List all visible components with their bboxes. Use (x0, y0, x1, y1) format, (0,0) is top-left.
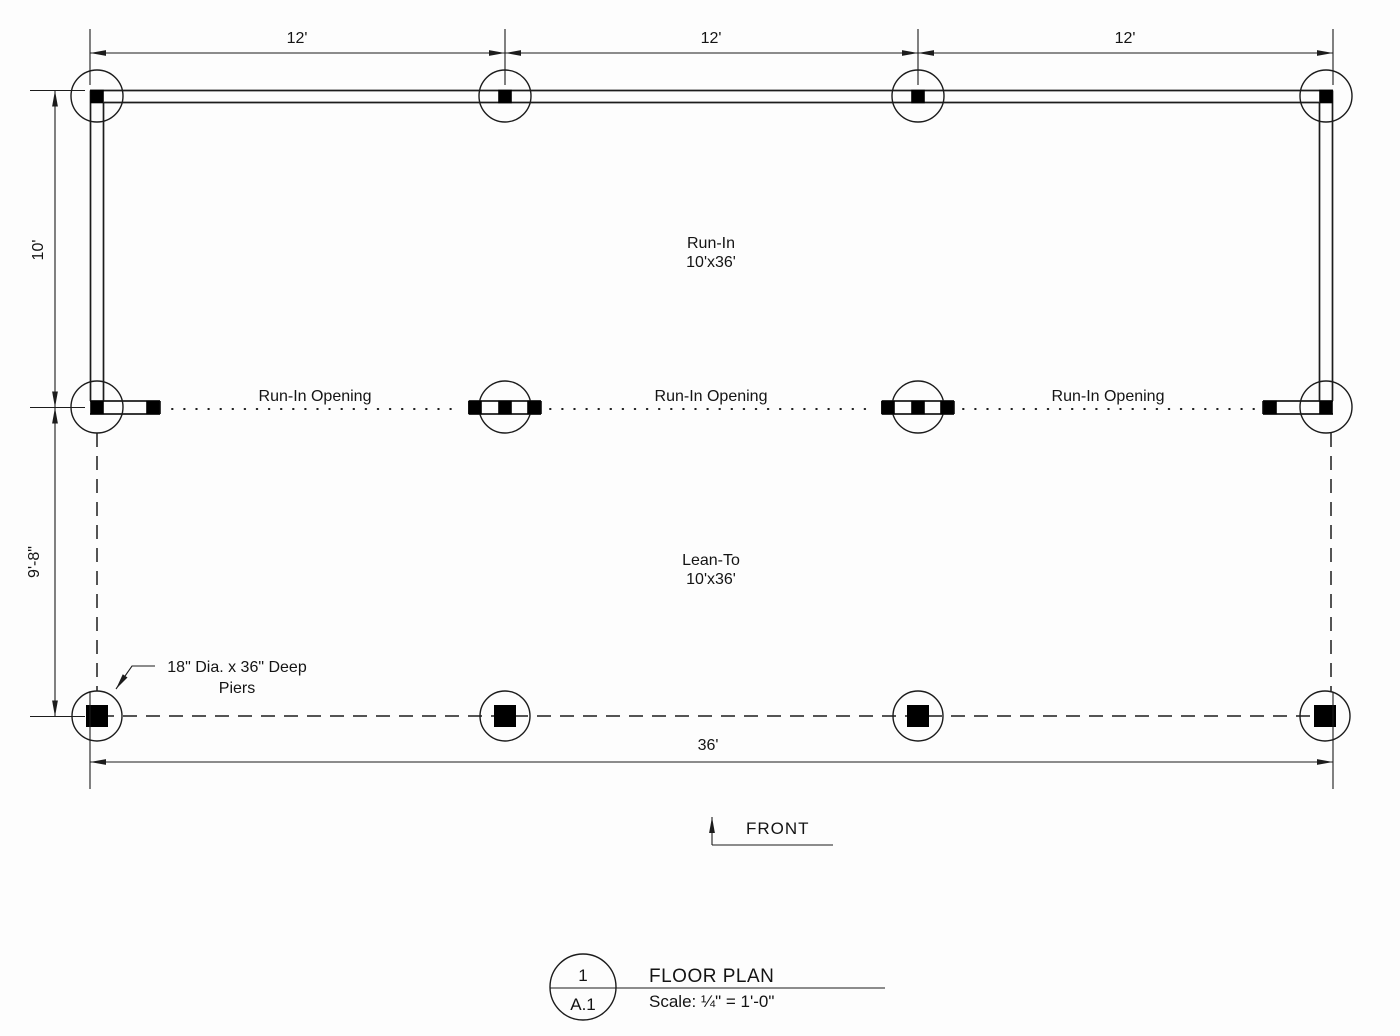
drawing-title: FLOOR PLAN (649, 966, 774, 987)
post-x-symbols (90, 89, 1333, 415)
lean-to-size-label: 10'x36' (686, 571, 736, 588)
bottom-dimension: 36' (89, 692, 1334, 789)
opening-labels: Run-In Opening Run-In Opening Run-In Ope… (259, 388, 1165, 405)
pier-circles (70, 69, 1353, 742)
top-dimension-string: 12' 12' 12' (89, 29, 1334, 85)
left-dimension-string: 10' 9'-8" (26, 89, 85, 718)
front-orientation: FRONT (709, 817, 833, 846)
run-in-size-label: 10'x36' (686, 254, 736, 271)
run-in-opening-label-2: Run-In Opening (655, 388, 768, 405)
pier-note-line1: 18" Dia. x 36" Deep (167, 659, 307, 676)
dim-top-bay-3: 12' (1115, 30, 1136, 47)
dim-left-upper: 10' (30, 240, 47, 261)
detail-number: 1 (578, 966, 587, 985)
run-in-walls (89, 89, 1334, 401)
sheet-ref: A.1 (570, 995, 596, 1014)
dim-top-bay-2: 12' (701, 30, 722, 47)
room-labels: Run-In 10'x36' Lean-To 10'x36' (682, 235, 740, 588)
run-in-label: Run-In (687, 235, 735, 252)
lean-to-dashed-outline (96, 433, 1332, 717)
run-in-opening-label-3: Run-In Opening (1052, 388, 1165, 405)
dim-bottom-overall: 36' (698, 737, 719, 754)
pier-note: 18" Dia. x 36" Deep Piers (115, 659, 307, 697)
front-label: FRONT (746, 819, 810, 838)
detail-callout-bubble (549, 953, 617, 1021)
lean-to-label: Lean-To (682, 552, 740, 569)
dim-left-lower: 9'-8" (26, 546, 43, 578)
pier-note-line2: Piers (219, 680, 255, 697)
drawing-scale: Scale: ¼" = 1'-0" (649, 992, 774, 1011)
title-block: 1 A.1 FLOOR PLAN Scale: ¼" = 1'-0" (549, 953, 885, 1021)
run-in-opening-label-1: Run-In Opening (259, 388, 372, 405)
dim-top-bay-1: 12' (287, 30, 308, 47)
